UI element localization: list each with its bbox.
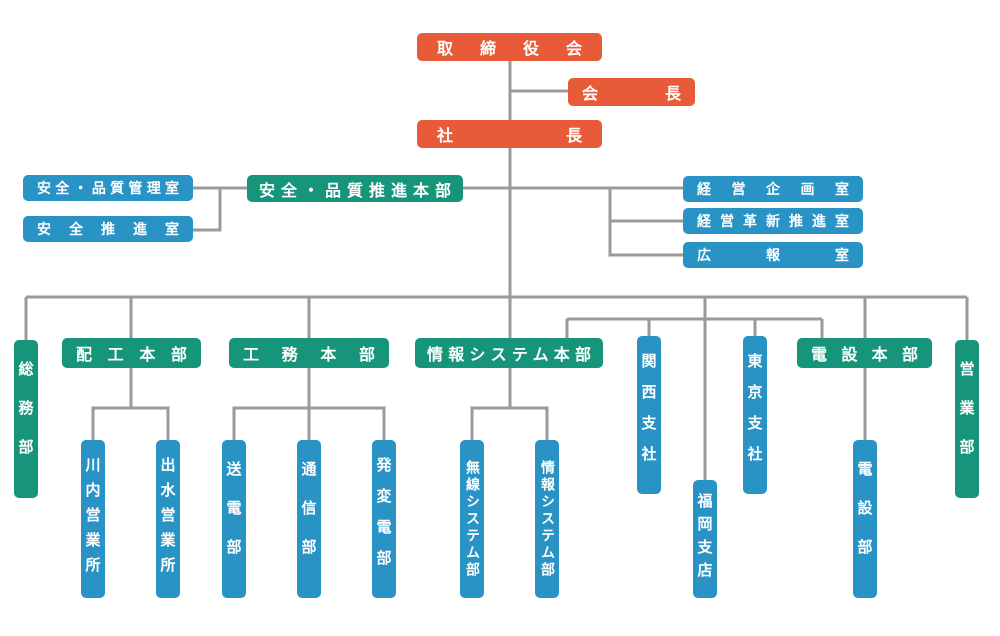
general-affairs-label: 総務部 bbox=[16, 360, 35, 478]
substation-dept-box[interactable]: 発変電部 bbox=[372, 440, 396, 598]
izumi-sales-office-box[interactable]: 出水営業所 bbox=[156, 440, 180, 598]
wireless-dept-box[interactable]: 無線システム部 bbox=[460, 440, 484, 598]
safety-promo-label: 安全推進室 bbox=[37, 222, 179, 238]
it-hq-label: 情報システム本部 bbox=[427, 345, 591, 364]
info-systems-dept-label: 情報システム部 bbox=[539, 459, 555, 579]
fukuoka-branch-box[interactable]: 福岡支店 bbox=[693, 480, 717, 598]
board-label: 取締役会 bbox=[437, 39, 582, 58]
haiko-hq-box[interactable]: 配工本部 bbox=[62, 338, 201, 368]
safety-promo-box[interactable]: 安全推進室 bbox=[23, 216, 193, 242]
sales-dept-box[interactable]: 営業部 bbox=[955, 340, 979, 498]
electrical-dept-box[interactable]: 電設部 bbox=[853, 440, 877, 598]
mgmt-planning-box[interactable]: 経営企画室 bbox=[683, 176, 863, 202]
chairman-box[interactable]: 会長 bbox=[568, 78, 695, 106]
fukuoka-branch-label: 福岡支店 bbox=[695, 493, 714, 585]
pr-box[interactable]: 広報室 bbox=[683, 242, 863, 268]
chairman-label: 会長 bbox=[582, 84, 681, 103]
kansai-branch-box[interactable]: 関西支社 bbox=[637, 336, 661, 494]
communication-dept-label: 通信部 bbox=[299, 460, 318, 578]
transmission-dept-label: 送電部 bbox=[224, 460, 243, 578]
mgmt-planning-label: 経営企画室 bbox=[697, 182, 849, 198]
general-affairs-box[interactable]: 総務部 bbox=[14, 340, 38, 498]
safety-quality-hq-label: 安全・品質推進本部 bbox=[259, 180, 451, 200]
haiko-hq-label: 配工本部 bbox=[76, 345, 187, 364]
sales-dept-label: 営業部 bbox=[957, 360, 976, 478]
izumi-sales-office-label: 出水営業所 bbox=[158, 456, 177, 582]
mgmt-reform-label: 経営革新推進室 bbox=[697, 214, 849, 230]
safety-quality-mgmt-box[interactable]: 安全・品質管理室 bbox=[23, 175, 193, 201]
substation-dept-label: 発変電部 bbox=[374, 457, 393, 581]
komu-hq-box[interactable]: 工務本部 bbox=[229, 338, 389, 368]
president-box[interactable]: 社長 bbox=[417, 120, 602, 148]
kansai-branch-label: 関西支社 bbox=[639, 353, 658, 477]
electrical-dept-label: 電設部 bbox=[855, 460, 874, 578]
sendai-sales-office-label: 川内営業所 bbox=[83, 456, 102, 582]
info-systems-dept-box[interactable]: 情報システム部 bbox=[535, 440, 559, 598]
pr-label: 広報室 bbox=[697, 248, 849, 264]
sendai-sales-office-box[interactable]: 川内営業所 bbox=[81, 440, 105, 598]
tokyo-branch-label: 東京支社 bbox=[745, 353, 764, 477]
it-hq-box[interactable]: 情報システム本部 bbox=[415, 338, 603, 368]
densetsu-hq-box[interactable]: 電設本部 bbox=[797, 338, 932, 368]
transmission-dept-box[interactable]: 送電部 bbox=[222, 440, 246, 598]
densetsu-hq-label: 電設本部 bbox=[811, 345, 918, 364]
safety-quality-mgmt-label: 安全・品質管理室 bbox=[37, 181, 179, 197]
president-label: 社長 bbox=[437, 126, 582, 145]
communication-dept-box[interactable]: 通信部 bbox=[297, 440, 321, 598]
tokyo-branch-box[interactable]: 東京支社 bbox=[743, 336, 767, 494]
wireless-dept-label: 無線システム部 bbox=[464, 459, 480, 579]
mgmt-reform-box[interactable]: 経営革新推進室 bbox=[683, 208, 863, 234]
safety-quality-hq-box[interactable]: 安全・品質推進本部 bbox=[247, 175, 463, 202]
board-box[interactable]: 取締役会 bbox=[417, 33, 602, 61]
komu-hq-label: 工務本部 bbox=[243, 345, 375, 364]
